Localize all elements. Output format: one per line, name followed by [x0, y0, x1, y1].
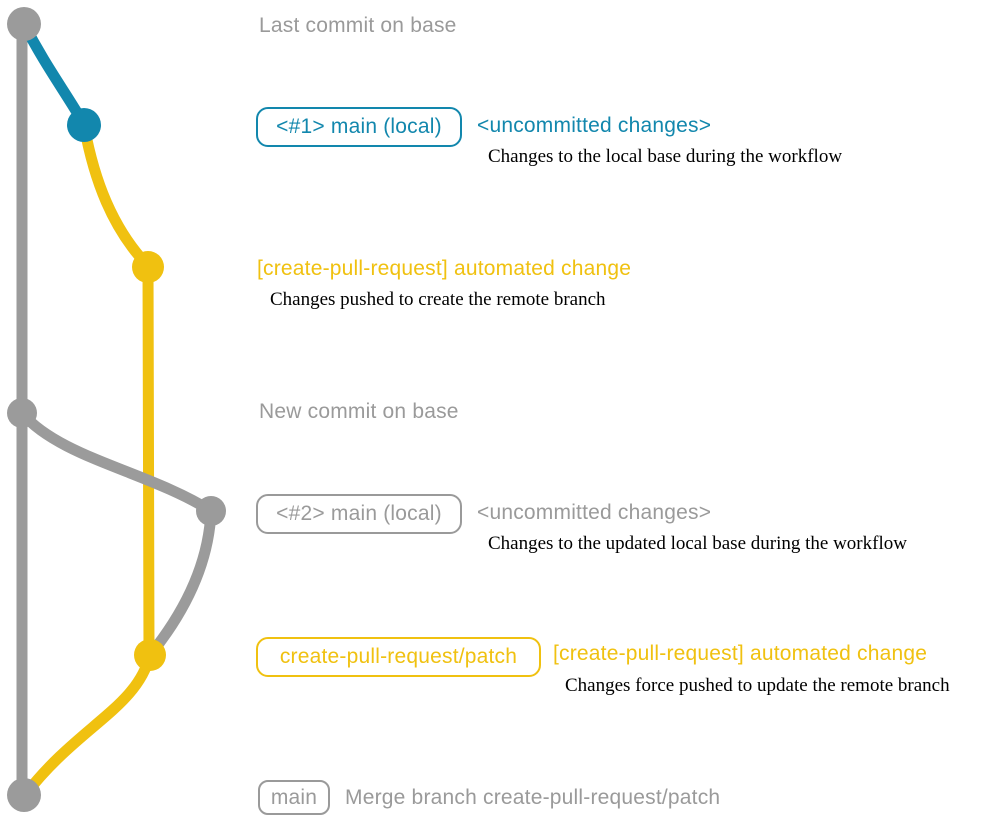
- branch-badge-local-main-1-label: <#1> main (local): [276, 115, 442, 138]
- commit-title-automated-change-2: [create-pull-request] automated change: [553, 642, 928, 665]
- commit-node-local-main-2: [196, 496, 226, 526]
- branch-badge-local-main-2: <#2> main (local): [256, 494, 462, 534]
- commit-title-automated-change-1: [create-pull-request] automated change: [257, 257, 632, 280]
- commit-node-patch-2: [134, 639, 166, 671]
- edge-base-to-local-main-1: [18, 18, 90, 130]
- commit-note-uncommitted-1: Changes to the local base during the wor…: [488, 146, 843, 167]
- branch-badge-main-label: main: [270, 785, 318, 809]
- commit-title-merge: Merge branch create-pull-request/patch: [345, 786, 721, 809]
- edge-local-main-1-to-patch: [78, 119, 154, 272]
- label-last-commit-on-base: Last commit on base: [259, 14, 457, 37]
- commit-title-uncommitted-1: <uncommitted changes>: [477, 114, 712, 137]
- edge-local-main-2-to-patch: [144, 505, 217, 661]
- patch-branch-line: [142, 260, 155, 661]
- commit-node-patch-1: [132, 251, 164, 283]
- commit-graph: [7, 7, 226, 812]
- branch-badge-patch-label: create-pull-request/patch: [279, 645, 518, 668]
- commit-title-uncommitted-2: <uncommitted changes>: [477, 501, 712, 524]
- edge-patch-to-merge: [19, 649, 156, 801]
- commit-node-merge: [7, 778, 41, 812]
- branch-badge-main: main: [258, 780, 330, 815]
- commit-node-local-main-1: [67, 108, 101, 142]
- label-new-commit-on-base: New commit on base: [259, 400, 459, 423]
- branch-badge-patch: create-pull-request/patch: [256, 637, 541, 677]
- commit-note-automated-change-1: Changes pushed to create the remote bran…: [270, 289, 606, 310]
- edge-base-to-local-main-2: [16, 407, 217, 517]
- commit-node-new-base: [7, 398, 37, 428]
- branch-badge-local-main-1: <#1> main (local): [256, 107, 462, 147]
- branch-badge-local-main-2-label: <#2> main (local): [276, 502, 442, 525]
- commit-note-automated-change-2: Changes force pushed to update the remot…: [565, 675, 950, 696]
- commit-node-last-base: [7, 7, 41, 41]
- commit-note-uncommitted-2: Changes to the updated local base during…: [488, 533, 907, 554]
